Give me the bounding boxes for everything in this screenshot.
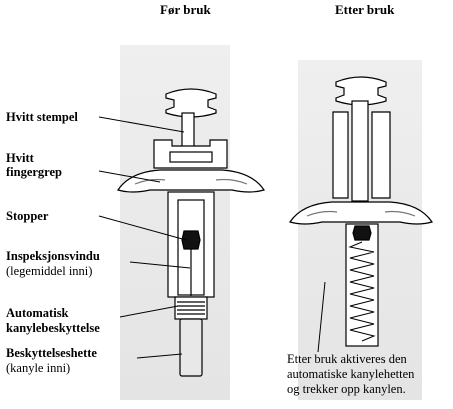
label-needle-guard-line1: Automatisk (6, 306, 69, 320)
syringe-before-use (117, 45, 265, 400)
label-cap-line1: Beskyttelseshette (6, 346, 97, 360)
label-finger-grip-line2: fingergrep (6, 165, 63, 179)
spring-leader-line (317, 281, 326, 353)
after-note-line1: Etter bruk aktiveres den (287, 352, 407, 366)
before-use-heading: Før bruk (160, 2, 211, 17)
label-plunger: Hvitt stempel (6, 110, 78, 124)
label-cap-line2: (kanyle inni) (6, 361, 71, 375)
label-window-line2: (legemiddel inni) (6, 264, 93, 278)
label-stopper: Stopper (6, 209, 49, 223)
label-finger-grip-line1: Hvitt (6, 151, 34, 165)
label-needle-guard-line2: kanylebeskyttelse (6, 321, 100, 335)
after-note-line2: automatiske kanylehetten (287, 367, 415, 381)
after-use-heading: Etter bruk (335, 2, 395, 17)
label-window-line1: Inspeksjonsvindu (6, 249, 100, 263)
after-note-line3: og trekker opp kanylen. (287, 382, 406, 396)
syringe-after-use (289, 60, 433, 400)
leader-lines (98, 116, 191, 359)
